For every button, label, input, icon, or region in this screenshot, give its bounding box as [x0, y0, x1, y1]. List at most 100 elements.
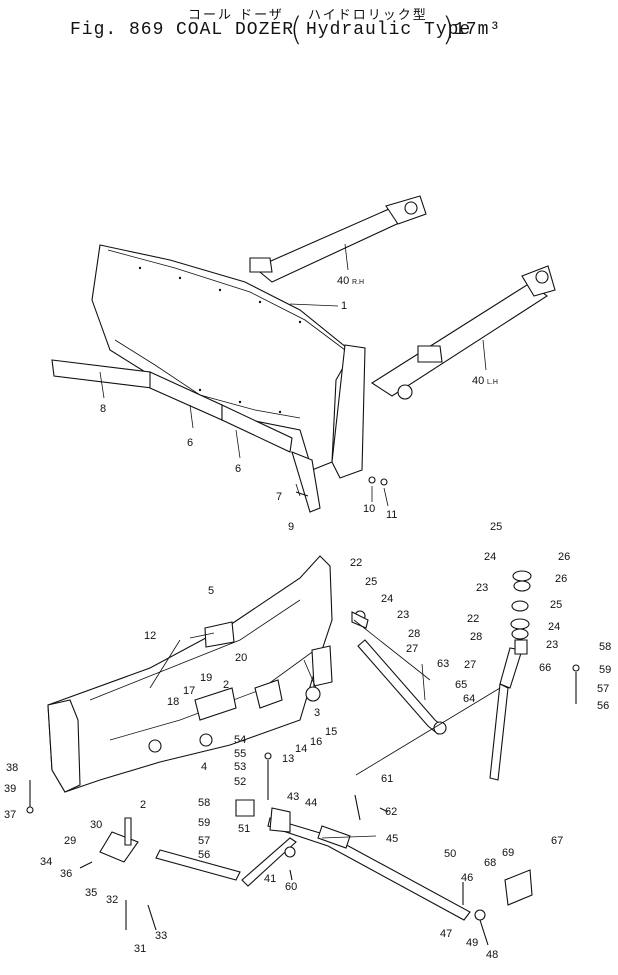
nut-icon [380, 478, 388, 486]
frame-end-plate [47, 699, 81, 793]
callout-58b: 58 [599, 641, 611, 653]
pin-4 [199, 733, 213, 747]
lift-bracket-2 [417, 345, 443, 363]
figure-number: Fig. 869 [70, 20, 165, 40]
seal-23 [351, 611, 369, 629]
callout-40-rh: 40 [337, 275, 349, 287]
bolt-icon [368, 476, 376, 484]
callout-2: 2 [140, 799, 146, 811]
callout-6a: 6 [187, 437, 193, 449]
callout-30: 30 [90, 819, 102, 831]
callout-56b: 56 [597, 700, 609, 712]
trunnion-lh [535, 270, 549, 284]
callout-34: 34 [40, 856, 52, 868]
callout-labels: 1 2 2 3 4 5 6 6 7 8 9 10 11 12 13 14 15 … [4, 275, 611, 961]
callout-49: 49 [466, 937, 478, 949]
link-45 [317, 825, 351, 849]
callout-51: 51 [238, 823, 250, 835]
seal-ring-23 [513, 580, 531, 592]
callout-23c: 23 [546, 639, 558, 651]
pin-41 [284, 846, 296, 858]
hydraulic-cylinder [357, 639, 446, 735]
clevis-3 [305, 686, 321, 702]
callout-15: 15 [325, 726, 337, 738]
rod-66-extension [489, 683, 509, 781]
callout-20: 20 [235, 652, 247, 664]
bushing-2 [148, 739, 162, 753]
title-size: 17m³ [454, 20, 502, 40]
bracket-3 [311, 645, 333, 687]
callout-24a: 24 [381, 593, 393, 605]
callout-11: 11 [386, 509, 397, 521]
callout-45: 45 [386, 833, 398, 845]
blade-body [91, 244, 353, 471]
callout-24c: 24 [548, 621, 560, 633]
callout-33: 33 [155, 930, 167, 942]
callout-19: 19 [200, 672, 212, 684]
callout-22a: 22 [350, 557, 362, 569]
seal-ring-24 [512, 570, 532, 582]
title-name: COAL DOZER [176, 20, 295, 40]
callout-8: 8 [100, 403, 106, 415]
bracket-19 [254, 679, 283, 709]
callout-36: 36 [60, 868, 72, 880]
callout-39: 39 [4, 783, 16, 795]
callout-23b: 23 [476, 582, 488, 594]
pin-30 [124, 817, 132, 846]
callout-28b: 28 [470, 631, 482, 643]
callout-27b: 27 [464, 659, 476, 671]
callout-1: 1 [341, 300, 347, 312]
callout-25c: 25 [550, 599, 562, 611]
blade-assembly-drawing [51, 195, 556, 513]
push-arm-rh [253, 204, 416, 283]
figure-title: コール ドーザ ( ハイドロリック型 Fig. 869 COAL DOZER H… [70, 4, 540, 48]
callout-66: 66 [539, 662, 551, 674]
callout-43: 43 [287, 791, 299, 803]
corner-bit [291, 451, 321, 513]
title-japanese-type: ハイドロリック型 [308, 8, 428, 23]
trunnion-rh [404, 201, 418, 215]
callout-50: 50 [444, 848, 456, 860]
callout-10: 10 [363, 503, 375, 515]
callout-25b: 25 [490, 521, 502, 533]
blade-rivets [138, 266, 302, 414]
callout-44: 44 [305, 797, 317, 809]
callout-35: 35 [85, 887, 97, 899]
callout-26b: 26 [555, 573, 567, 585]
callout-2b: 2 [223, 679, 229, 691]
title-japanese: コール ドーザ [188, 8, 284, 23]
seal-ring-25 [511, 628, 529, 640]
callout-41: 41 [264, 873, 276, 885]
cutting-edge-2 [221, 404, 293, 453]
link-43 [269, 807, 291, 833]
callout-28a: 28 [408, 628, 420, 640]
callout-62: 62 [385, 806, 397, 818]
callout-54: 54 [234, 734, 246, 746]
bracket-29 [99, 831, 139, 863]
callout-52: 52 [234, 776, 246, 788]
cylinder-head-66 [514, 639, 528, 655]
callout-68: 68 [484, 857, 496, 869]
callout-18: 18 [167, 696, 179, 708]
callout-61: 61 [381, 773, 393, 785]
callout-38: 38 [6, 762, 18, 774]
title-type: Hydraulic Type [306, 20, 472, 40]
callout-24b: 24 [484, 551, 496, 563]
callout-55: 55 [234, 748, 246, 760]
callout-17: 17 [183, 685, 195, 697]
callout-26a: 26 [558, 551, 570, 563]
callout-56a: 56 [198, 849, 210, 861]
callout-13: 13 [282, 753, 294, 765]
callout-29: 29 [64, 835, 76, 847]
plate-51 [235, 799, 255, 817]
callout-46: 46 [461, 872, 473, 884]
paren-open: ( [290, 10, 303, 48]
callout-65: 65 [455, 679, 467, 691]
callout-7: 7 [276, 491, 282, 503]
lift-bracket [249, 257, 273, 273]
callout-3: 3 [314, 707, 320, 719]
trunnion-ball [397, 384, 413, 400]
callout-57a: 57 [198, 835, 210, 847]
bracket-67 [504, 869, 533, 906]
pin-47 [474, 909, 486, 921]
